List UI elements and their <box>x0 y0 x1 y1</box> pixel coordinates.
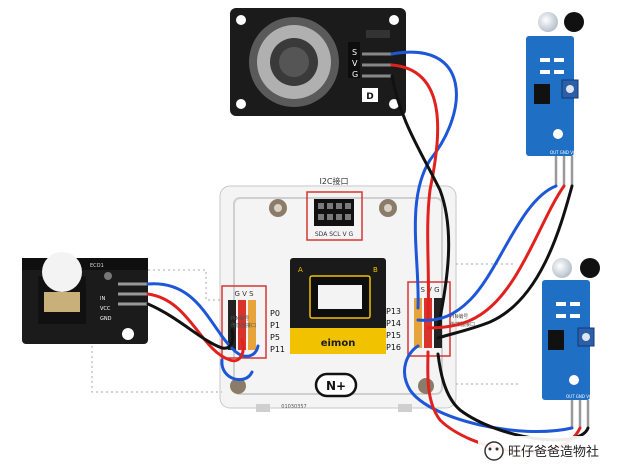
ir-receiver <box>580 258 600 278</box>
right-chinese-1: PIN编号 <box>450 313 468 320</box>
board-serial: 01030357 <box>281 404 306 410</box>
sensor-pin-s: S <box>352 48 357 57</box>
ir-bottom-pins: OUT GND VCC <box>566 394 595 399</box>
button-pin-vcc: VCC <box>100 306 111 312</box>
brand-logo-text: N+ <box>326 379 346 393</box>
left-pin-p1: P1 <box>270 321 280 330</box>
right-pin-p15: P15 <box>386 331 401 340</box>
wechat-icon <box>484 441 504 461</box>
wire-sensor-power <box>390 63 440 320</box>
button-pin-gnd: GND <box>100 316 112 322</box>
wire-ir-top-signal <box>416 184 558 322</box>
sensor-pin-g: G <box>352 70 358 79</box>
wires <box>146 50 590 454</box>
wire-ir-top-power <box>426 184 566 330</box>
left-pin-p0: P0 <box>270 309 280 318</box>
left-chinese-1: PIN编号 <box>231 315 249 322</box>
microbit-label-a: A <box>298 266 303 274</box>
wire-sensor-ground <box>390 74 451 330</box>
sensor-badge-text: D <box>366 92 373 102</box>
guide-lines <box>91 263 520 393</box>
left-header-highlight <box>221 285 267 359</box>
wire-sensor-signal <box>390 50 458 310</box>
left-pin-p11: P11 <box>270 345 285 354</box>
ir-sensor-top: OUT GND VCC <box>526 12 584 186</box>
watermark-text: 旺仔爸爸造物社 <box>508 444 599 460</box>
left-header-label: G V S <box>234 290 254 298</box>
main-board: I2C接口 SDA SCL V G A B eimon G V S P0 P1 … <box>219 176 475 412</box>
ir-led-emitter <box>552 258 572 278</box>
ir-top-pins: OUT GND VCC <box>550 150 579 155</box>
button-module: ECO1 IN VCC GND <box>22 252 148 344</box>
ir-receiver <box>564 12 584 32</box>
push-button-cap <box>42 252 82 292</box>
i2c-pins-label: SDA SCL V G <box>315 231 354 238</box>
right-pin-p16: P16 <box>386 343 401 352</box>
wire-button-power <box>146 292 245 363</box>
right-header-label: S V G <box>420 286 439 294</box>
microbit-label-b: B <box>373 266 378 274</box>
wire-ir-top-ground <box>436 184 574 340</box>
microbit-edge-text: eimon <box>321 338 356 349</box>
sensor-badge <box>362 88 378 102</box>
brand-logo <box>314 372 358 398</box>
left-chinese-2: 传感器接口 <box>231 322 256 329</box>
watermark: 旺仔爸爸造物社 <box>478 436 630 466</box>
wire-ir-bottom-signal <box>403 344 574 434</box>
sound-sensor-module: S V G D <box>230 8 406 116</box>
ir-led-emitter <box>538 12 558 32</box>
i2c-highlight <box>306 191 363 241</box>
left-pin-p5: P5 <box>270 333 280 342</box>
wire-button-ground <box>146 302 235 350</box>
left-pin-block <box>228 300 256 350</box>
i2c-title: I2C接口 <box>319 176 348 186</box>
button-module-top-text: ECO1 <box>90 263 104 269</box>
button-pin-in: IN <box>100 296 105 302</box>
sensor-pin-v: V <box>352 59 358 68</box>
right-pin-p14: P14 <box>386 319 401 328</box>
ir-sensor-bottom: OUT GND VCC <box>542 258 600 428</box>
right-pin-p13: P13 <box>386 307 401 316</box>
